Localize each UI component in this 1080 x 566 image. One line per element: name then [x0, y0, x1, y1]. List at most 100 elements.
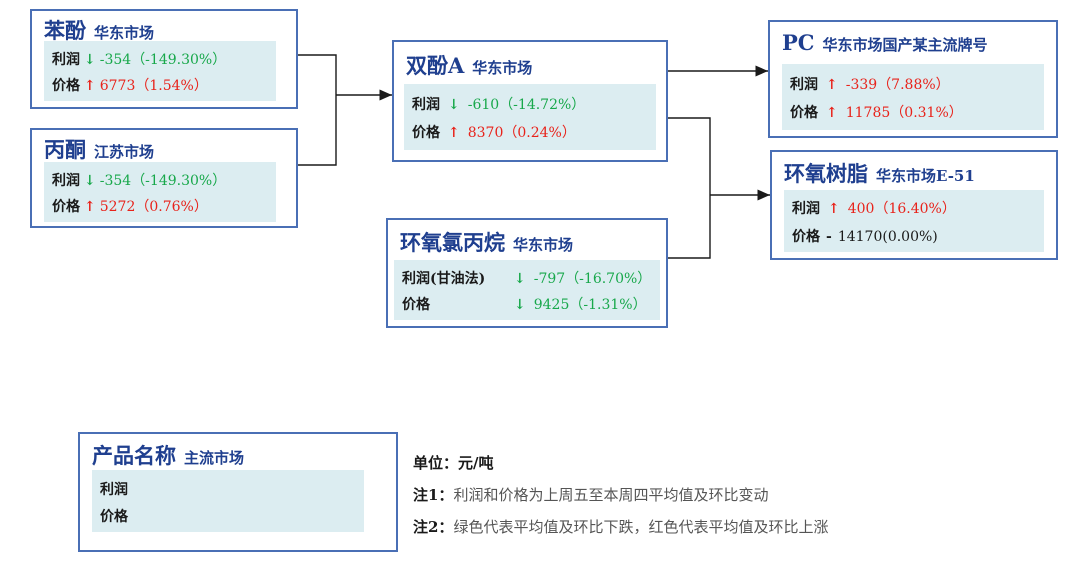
note1-text: 利润和价格为上周五至本周四平均值及环比变动 [453, 486, 769, 504]
note2-text: 绿色代表平均值及环比下跌，红色代表平均值及环比上涨 [453, 518, 829, 536]
row-label: 利润(甘油法) [402, 271, 486, 287]
flat-dash-icon: - [826, 229, 832, 245]
row-value: 8370 [467, 125, 504, 141]
row-pct: （-16.70%） [565, 271, 652, 287]
row-pct: （-149.30%） [131, 52, 227, 68]
row-label: 利润 [52, 52, 80, 68]
row-label: 价格 [402, 297, 430, 313]
row-label: 价格 [412, 125, 440, 141]
profit-row: 利润 ↑ -339（7.88%） [790, 74, 950, 94]
legend-price-row: 价格 [100, 506, 128, 526]
node-market: 华东市场 [513, 236, 574, 254]
row-value: 400 [847, 201, 875, 217]
row-value: -610 [467, 97, 500, 113]
row-value: -339 [845, 77, 878, 93]
legend-profit-row: 利润 [100, 479, 128, 499]
row-label: 利润 [792, 201, 820, 217]
connector-acetone [298, 95, 337, 166]
note1-key: 注1： [413, 486, 454, 504]
up-arrow-icon: ↑ [84, 78, 96, 94]
down-arrow-icon: ↓ [514, 297, 526, 313]
down-arrow-icon: ↓ [448, 97, 460, 113]
row-value: -354 [99, 52, 132, 68]
price-row: 价格↑8370（0.24%） [412, 122, 576, 142]
row-value: -797 [533, 271, 566, 287]
up-arrow-icon: ↑ [448, 125, 460, 141]
row-pct: （0.76%） [135, 199, 208, 215]
node-market: 华东市场国产某主流牌号 [822, 36, 988, 54]
row-pct: （1.54%） [135, 78, 208, 94]
node-market: 华东市场 [94, 24, 155, 42]
node-acetone: 丙酮江苏市场 利润↓-354（-149.30%） 价格↑5272（0.76%） [30, 128, 298, 228]
row-label: 价格 [100, 509, 128, 525]
row-label: 利润 [52, 173, 80, 189]
node-name: 双酚A [406, 53, 465, 78]
note-2: 注2：绿色代表平均值及环比下跌，红色代表平均值及环比上涨 [413, 516, 828, 537]
row-pct: （0.31%） [890, 105, 963, 121]
node-name: 环氧氯丙烷 [400, 230, 505, 255]
up-arrow-icon: ↑ [826, 77, 838, 93]
price-row: 价格 ↑ 11785（0.31%） [790, 102, 963, 122]
row-pct: （-1.31%） [569, 297, 647, 313]
price-row: 价格-14170(0.00%) [792, 226, 938, 246]
row-value: 14170 [837, 229, 883, 245]
node-epoxy: 环氧树脂华东市场E-51 利润 ↑ 400（16.40%） 价格-14170(0.0… [770, 150, 1058, 260]
profit-row: 利润↓-354（-149.30%） [52, 49, 226, 69]
node-panel: 利润 ↑ -339（7.88%） 价格 ↑ 11785（0.31%） [782, 64, 1044, 130]
unit-key: 单位： [413, 454, 459, 472]
row-value: -354 [99, 173, 132, 189]
row-label: 价格 [52, 78, 80, 94]
node-name: 苯酚 [44, 18, 86, 43]
row-label: 利润 [790, 77, 818, 93]
connector-bpa-branch [668, 117, 711, 195]
connector-phenol [298, 54, 337, 95]
note-1: 注1：利润和价格为上周五至本周四平均值及环比变动 [413, 484, 768, 505]
profit-row: 利润 ↓ -610（-14.72%） [412, 94, 585, 114]
legend-market: 主流市场 [184, 449, 245, 467]
profit-row: 利润↓-354（-149.30%） [52, 170, 226, 190]
up-arrow-icon: ↑ [826, 105, 838, 121]
down-arrow-icon: ↓ [514, 271, 526, 287]
node-panel: 利润↓-354（-149.30%） 价格↑5272（0.76%） [44, 162, 276, 222]
unit-text: 元/吨 [458, 454, 494, 472]
legend-panel: 利润 价格 [92, 470, 364, 532]
price-row: 价格↑6773（1.54%） [52, 75, 208, 95]
node-phenol: 苯酚华东市场 利润↓-354（-149.30%） 价格↑6773（1.54%） [30, 9, 298, 109]
up-arrow-icon: ↑ [84, 199, 96, 215]
down-arrow-icon: ↓ [84, 52, 96, 68]
node-pc: PC 华东市场国产某主流牌号 利润 ↑ -339（7.88%） 价格 ↑ 11785（0.… [768, 20, 1058, 138]
price-row: 价格↑5272（0.76%） [52, 196, 208, 216]
row-label: 利润 [100, 482, 128, 498]
row-label: 利润 [412, 97, 440, 113]
node-panel: 利润 ↑ 400（16.40%） 价格-14170(0.00%) [784, 190, 1044, 252]
profit-row: 利润 ↑ 400（16.40%） [792, 198, 956, 218]
legend-name: 产品名称 [92, 443, 176, 468]
row-value: 9425 [533, 297, 570, 313]
node-market: 华东市场 [472, 59, 533, 77]
node-panel: 利润(甘油法) ↓ -797（-16.70%） 价格 ↓ 9425（-1.31%） [394, 260, 660, 320]
up-arrow-icon: ↑ [828, 201, 840, 217]
row-pct: (0.00%) [882, 229, 938, 245]
row-value: 5272 [99, 199, 136, 215]
node-market: 华东市场E-51 [876, 167, 975, 185]
node-name: 环氧树脂 [784, 161, 868, 186]
row-pct: （16.40%） [874, 201, 956, 217]
row-label: 价格 [790, 105, 818, 121]
row-label: 价格 [52, 199, 80, 215]
row-pct: （7.88%） [877, 77, 950, 93]
node-name: PC [782, 30, 815, 55]
node-panel: 利润↓-610（-14.72%） 价格↑8370（0.24%） [404, 84, 656, 150]
price-row: 价格 ↓ 9425（-1.31%） [402, 294, 647, 314]
down-arrow-icon: ↓ [84, 173, 96, 189]
note2-key: 注2： [413, 518, 454, 536]
row-pct: （-149.30%） [131, 173, 227, 189]
row-pct: （-14.72%） [499, 97, 586, 113]
legend-box: 产品名称主流市场 利润 价格 [78, 432, 398, 552]
row-label: 价格 [792, 229, 820, 245]
row-value: 11785 [845, 105, 891, 121]
profit-row: 利润(甘油法) ↓ -797（-16.70%） [402, 268, 651, 288]
connector-ech-branch [668, 195, 711, 259]
node-ech: 环氧氯丙烷华东市场 利润(甘油法) ↓ -797（-16.70%） 价格 ↓ 9425（… [386, 218, 668, 328]
